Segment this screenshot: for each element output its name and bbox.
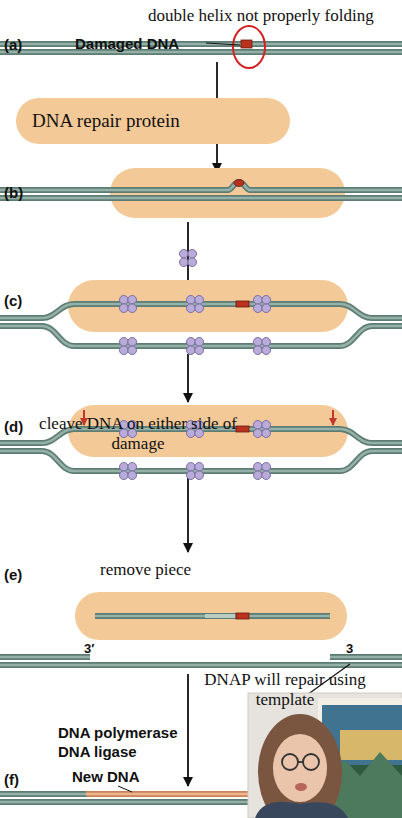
step-b-complex [0,197,402,200]
step-letter: (f) [4,771,19,788]
webcam-overlay [282,754,298,770]
step-c-complex [236,301,249,307]
damaged-dna-strand [0,26,402,68]
step-c-complex [0,280,402,355]
step-e-excision [236,613,249,619]
damaged-dna-strand [0,41,402,47]
damaged-dna-strand [0,51,402,54]
incoming-protein [180,250,197,267]
step-e-excision [0,654,402,660]
step-d-complex [254,421,271,438]
step-letter: (a) [4,36,22,53]
step-b-complex [0,182,402,190]
handwritten-note: remove piece [100,560,191,580]
damaged-dna-strand [241,40,252,48]
step-e-excision [95,613,330,619]
part-label: New DNA [72,768,140,785]
step-letter: (d) [4,418,23,435]
step-b-complex [0,168,402,218]
step-d-complex [187,463,204,480]
step-letter: (b) [4,184,23,201]
webcam-overlay [340,730,402,760]
step-arrows [187,478,189,552]
step-c-complex [187,338,204,355]
step-letter: (e) [4,566,22,583]
webcam-overlay [303,754,319,770]
step-c-complex [254,296,271,313]
step-c-complex [187,296,204,313]
incoming-protein [180,250,197,267]
step-e-excision [0,662,402,668]
step-letter: (c) [4,292,22,309]
step-e-excision [205,614,235,618]
handwritten-note: DNAP will repair using template [180,670,390,709]
webcam-overlay [298,761,303,763]
step-b-complex [234,180,244,187]
handwritten-note: double helix not properly folding [148,6,374,26]
enzyme-label: DNA polymerase [58,724,178,741]
step-c-complex [254,338,271,355]
step-e-excision [95,615,330,618]
part-label: Damaged DNA [75,35,179,52]
step-d-complex [332,410,334,425]
webcam-overlay [273,734,327,802]
step-e-excision [0,664,402,667]
strand-end-label: 3 [346,642,353,657]
webcam-overlay [248,693,402,818]
step-e-excision [75,592,347,640]
step-arrows [187,354,189,402]
step-b-complex [0,195,402,201]
webcam-overlay [258,714,342,818]
webcam-overlay [255,802,348,818]
node-label: DNA repair protein [16,110,180,132]
enzyme-label: DNA ligase [58,743,137,760]
step-d-complex [120,463,137,480]
handwritten-note: cleave DNA on either side of damage [38,414,238,453]
step-f-repaired [118,786,132,792]
step-d-complex [254,463,271,480]
step-e-excision [0,656,402,659]
step-arrows [187,674,189,786]
repair-protein-box: DNA repair protein [16,98,290,144]
step-b-complex [0,182,402,190]
step-c-complex [120,296,137,313]
damaged-dna-strand [206,43,240,45]
damaged-dna-strand [0,49,402,55]
step-c-complex [120,338,137,355]
damaged-dna-strand [0,43,402,46]
step-d-complex [236,426,249,432]
step-d-complex [0,405,402,480]
webcam-overlay [295,783,307,791]
strand-end-label: 3′ [84,642,94,657]
damaged-dna-strand [233,26,265,68]
